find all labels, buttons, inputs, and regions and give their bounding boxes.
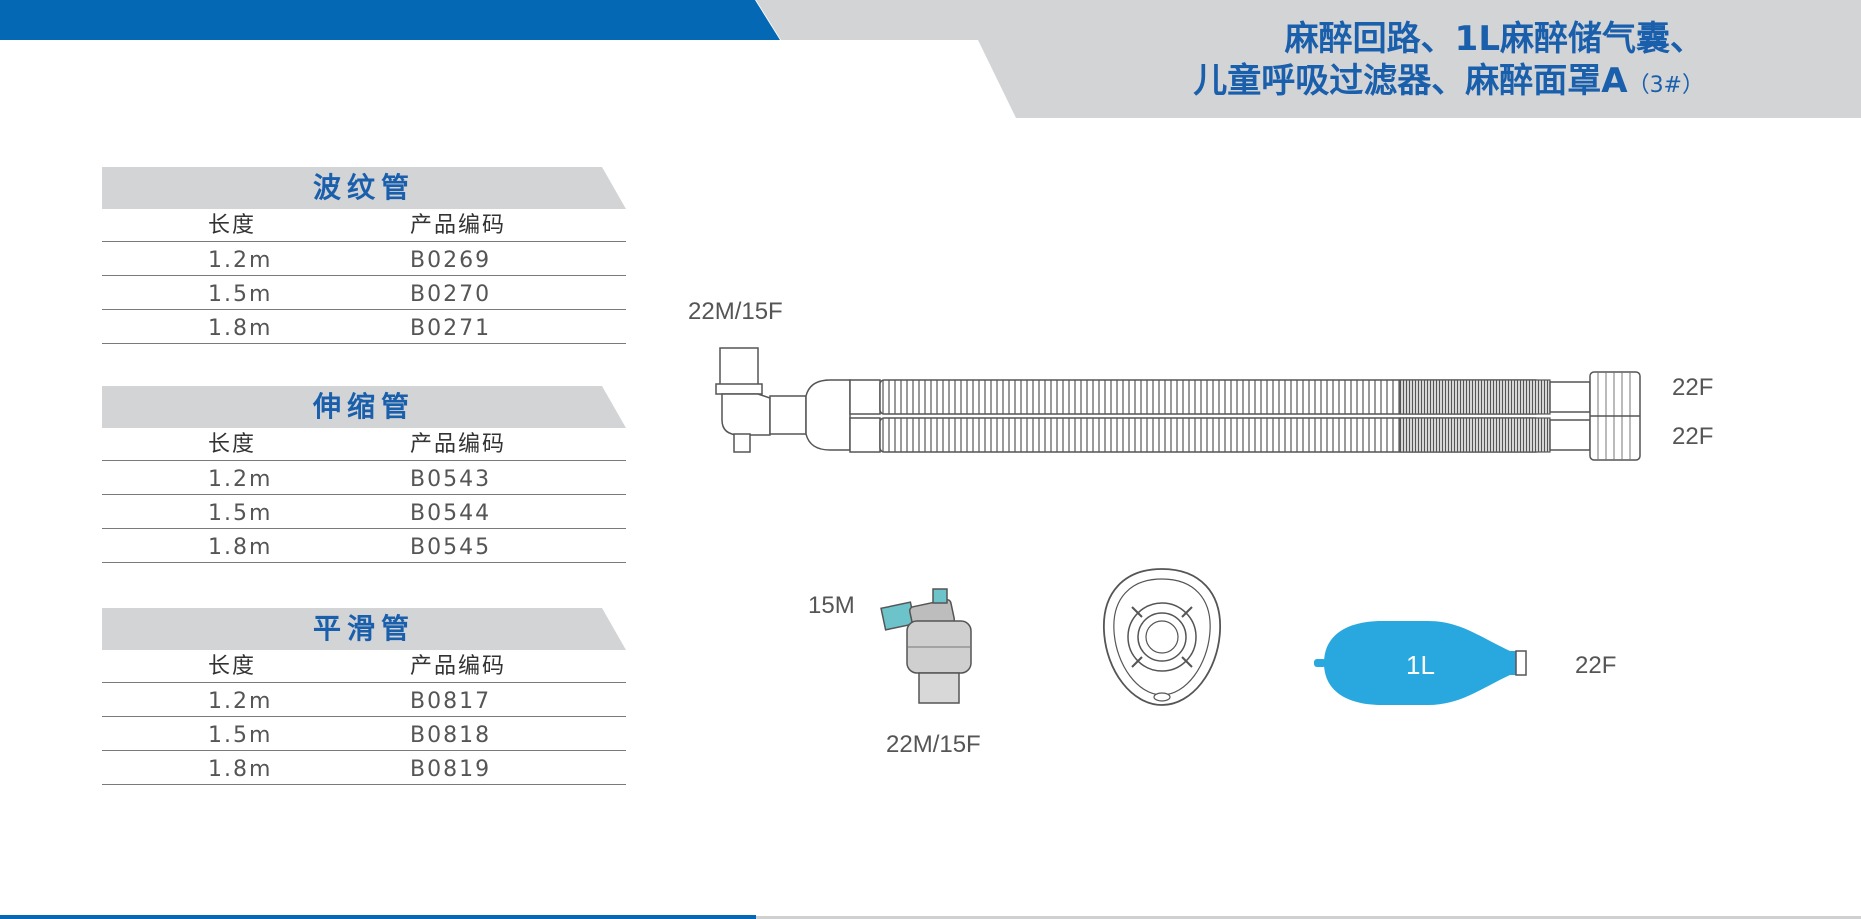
anesthesia-mask-illustration [1103, 568, 1221, 706]
table-row: 1.8m B0545 [102, 529, 626, 563]
circuit-connector-label: 22M/15F [688, 298, 783, 325]
title-suffix: （3#） [1627, 73, 1704, 98]
cell-code: B0270 [410, 282, 492, 307]
column-header-length: 长度 [208, 213, 257, 238]
cell-length: 1.2m [208, 689, 273, 714]
cell-code: B0818 [410, 723, 492, 748]
column-header-length: 长度 [208, 654, 257, 679]
table-header-row: 长度 产品编码 [102, 209, 626, 242]
cell-length: 1.8m [208, 316, 273, 341]
cell-code: B0819 [410, 757, 492, 782]
cell-length: 1.8m [208, 757, 273, 782]
filter-top-label: 15M [808, 592, 855, 619]
cell-code: B0269 [410, 248, 492, 273]
cell-code: B0543 [410, 467, 492, 492]
cell-length: 1.2m [208, 248, 273, 273]
bag-end-label: 22F [1575, 652, 1617, 679]
title-line-2: 儿童呼吸过滤器、麻醉面罩A（3#） [1193, 60, 1704, 107]
table-title: 平滑管 [102, 608, 626, 650]
table-row: 1.5m B0818 [102, 717, 626, 751]
table-row: 1.8m B0819 [102, 751, 626, 785]
cell-length: 1.2m [208, 467, 273, 492]
cell-code: B0817 [410, 689, 492, 714]
cell-length: 1.5m [208, 282, 273, 307]
cell-length: 1.5m [208, 501, 273, 526]
bag-volume-label: 1L [1406, 650, 1435, 680]
column-header-code: 产品编码 [410, 432, 507, 457]
circuit-end-label-top: 22F [1672, 374, 1714, 401]
table-row: 1.2m B0817 [102, 683, 626, 717]
table-header-row: 长度 产品编码 [102, 428, 626, 461]
table-row: 1.2m B0269 [102, 242, 626, 276]
table-title: 伸缩管 [102, 386, 626, 428]
breathing-circuit-illustration [715, 347, 1641, 461]
table-row: 1.2m B0543 [102, 461, 626, 495]
cell-code: B0544 [410, 501, 492, 526]
header-blue-band [0, 0, 780, 40]
column-header-code: 产品编码 [410, 213, 507, 238]
title-line-1: 麻醉回路、1L麻醉储气囊、 [1284, 19, 1704, 59]
table-row: 1.5m B0270 [102, 276, 626, 310]
cell-length: 1.5m [208, 723, 273, 748]
table-row: 1.8m B0271 [102, 310, 626, 344]
filter-bottom-label: 22M/15F [886, 731, 981, 758]
page-title: 麻醉回路、1L麻醉储气囊、 儿童呼吸过滤器、麻醉面罩A（3#） [1193, 18, 1704, 107]
spec-table-corrugated: 波纹管 长度 产品编码 1.2m B0269 1.5m B0270 1.8m B… [102, 167, 626, 344]
footer-blue-line [0, 915, 756, 919]
table-header-row: 长度 产品编码 [102, 650, 626, 683]
column-header-length: 长度 [208, 432, 257, 457]
footer-grey-line [756, 916, 1861, 919]
column-header-code: 产品编码 [410, 654, 507, 679]
cell-length: 1.8m [208, 535, 273, 560]
title-line-2-text: 儿童呼吸过滤器、麻醉面罩A [1193, 61, 1628, 101]
table-title: 波纹管 [102, 167, 626, 209]
cell-code: B0545 [410, 535, 492, 560]
breathing-filter-illustration [880, 588, 972, 704]
circuit-end-label-bottom: 22F [1672, 423, 1714, 450]
cell-code: B0271 [410, 316, 492, 341]
table-row: 1.5m B0544 [102, 495, 626, 529]
spec-table-expandable: 伸缩管 长度 产品编码 1.2m B0543 1.5m B0544 1.8m B… [102, 386, 626, 563]
spec-table-smooth: 平滑管 长度 产品编码 1.2m B0817 1.5m B0818 1.8m B… [102, 608, 626, 785]
reservoir-bag-illustration [1314, 621, 1527, 705]
